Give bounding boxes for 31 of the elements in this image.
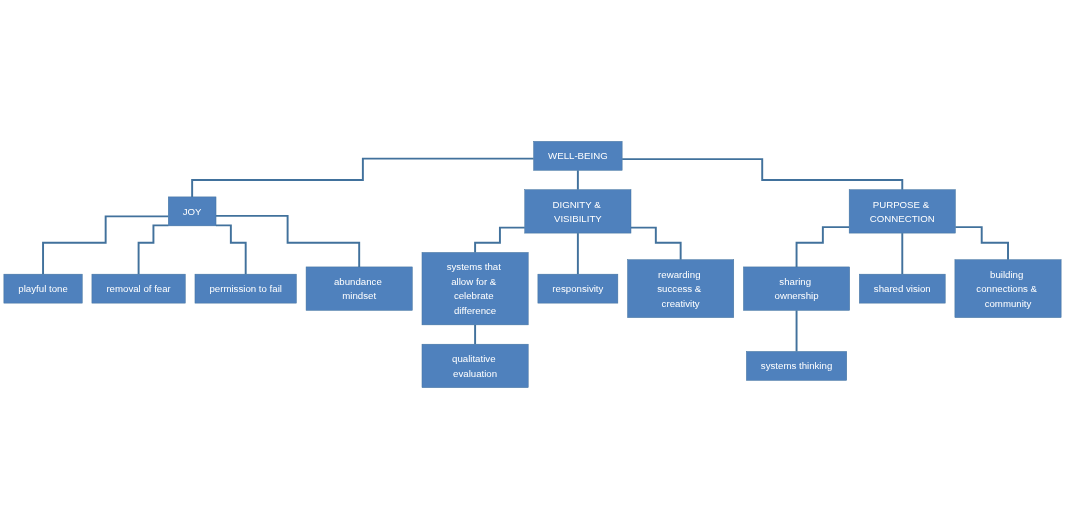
node-box: qualitative evaluation [421,343,529,388]
connector [191,157,535,198]
connector [795,309,798,353]
node-box: PURPOSE & CONNECTION [848,189,956,234]
connector [576,232,579,276]
connector [42,215,170,276]
node-box: building connections & community [954,259,1062,318]
node-box: WELL-BEING [533,141,623,171]
node-box: rewarding success & creativity [627,259,734,318]
connector [474,226,526,254]
node-box: abundance mindset [305,266,413,311]
node-box: DIGNITY & VISIBILITY [524,189,632,234]
node-box: permission to fail [194,273,297,304]
connector [474,323,477,346]
connector [621,158,904,191]
node-box: playful tone [3,273,83,304]
connector [215,224,247,276]
node-box: responsivity [537,273,619,304]
node-box: sharing ownership [743,266,850,311]
connector [901,232,904,276]
node-box: JOY [168,196,217,227]
node-box: systems that allow for & celebrate difference [421,252,529,326]
node-box: removal of fear [91,273,186,304]
connector [630,226,682,261]
connector [576,169,579,191]
connector [795,226,851,268]
connector [215,214,361,268]
node-box: systems thinking [746,351,847,381]
connector [954,226,1009,261]
node-box: shared vision [859,273,946,304]
connector [137,224,170,276]
